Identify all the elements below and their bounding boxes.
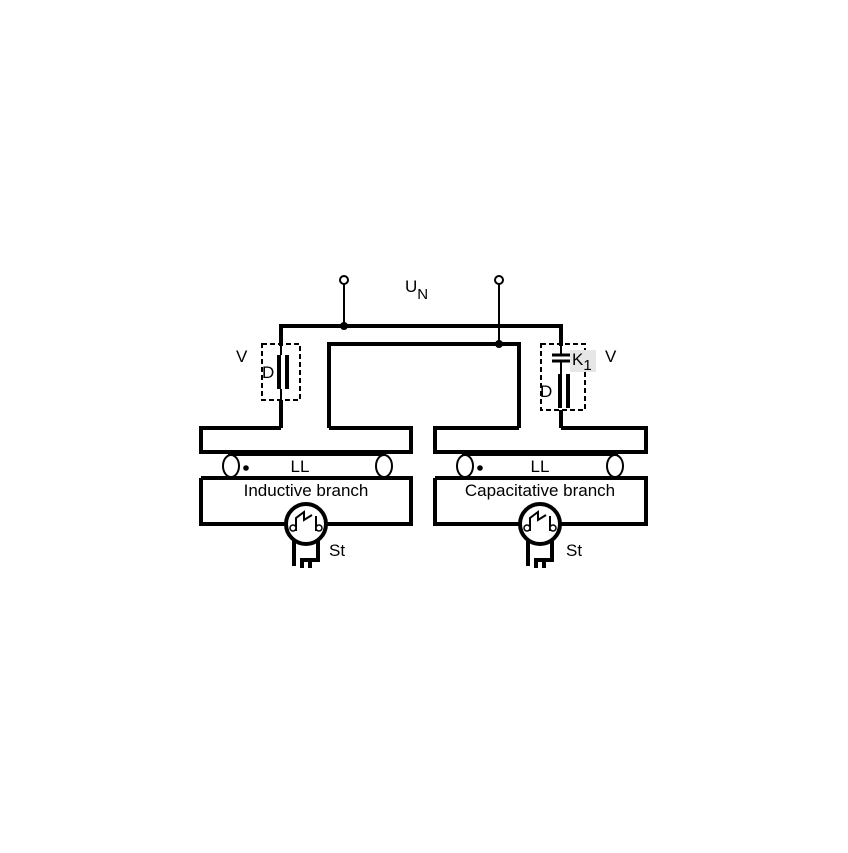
- right-starter: [518, 502, 562, 568]
- right-terminal: [494, 275, 504, 285]
- right-filament-1: [456, 454, 474, 478]
- right-ballast-box: [540, 343, 586, 411]
- left-starter-bulb: [284, 502, 328, 546]
- right-lamp-dot: [477, 465, 483, 471]
- capacitor-label: K1: [572, 350, 592, 374]
- right-starter-bulb: [518, 502, 562, 546]
- left-filament-2: [375, 454, 393, 478]
- right-choke-label: D: [540, 382, 552, 401]
- left-starter: [284, 502, 328, 568]
- right-ballast: [540, 343, 596, 411]
- bus-wiring: [279, 324, 563, 428]
- left-starter-pins: [292, 540, 320, 568]
- right-starter-pins: [526, 540, 554, 568]
- outer-bus: [279, 324, 563, 346]
- right-choke-plate-2: [566, 374, 570, 408]
- inductive-branch: [199, 426, 413, 568]
- left-choke-plate-1: [277, 355, 281, 389]
- left-ballast-label: V: [236, 347, 248, 366]
- left-lamp-dot: [243, 465, 249, 471]
- left-starter-contact-1: [289, 524, 297, 532]
- inner-bus: [327, 342, 521, 428]
- inductive-branch-label: Inductive branch: [244, 481, 369, 500]
- right-starter-contact-1: [523, 524, 531, 532]
- left-starter-contact-2: [315, 524, 323, 532]
- capacitor-label-highlight: [570, 350, 596, 372]
- right-lower-frame-right: [435, 476, 648, 526]
- supply-label: UN: [405, 277, 428, 303]
- left-ballast: [261, 343, 301, 401]
- capacitative-branch-label: Capacitative branch: [465, 481, 615, 500]
- capacitative-branch: [433, 426, 648, 568]
- right-starter-bimetal: [529, 510, 547, 531]
- left-filament-1: [222, 454, 240, 478]
- right-upper-frame: [433, 426, 648, 454]
- left-lower-frame-right: [201, 476, 413, 526]
- right-filament-2: [606, 454, 624, 478]
- left-upper-frame: [199, 426, 413, 454]
- right-lower-frame-left: [433, 478, 520, 526]
- left-choke-label: D: [262, 363, 274, 382]
- right-starter-label: St: [566, 541, 582, 560]
- left-lower-frame-left: [199, 478, 287, 526]
- right-starter-contact-2: [549, 524, 557, 532]
- left-starter-label: St: [329, 541, 345, 560]
- left-starter-bimetal: [295, 510, 313, 531]
- left-lamp-label: LL: [291, 457, 310, 476]
- right-choke-plate-1: [558, 374, 562, 408]
- left-choke-plate-2: [285, 355, 289, 389]
- left-terminal: [339, 275, 349, 285]
- right-lamp-label: LL: [531, 457, 550, 476]
- right-ballast-label: V: [605, 347, 617, 366]
